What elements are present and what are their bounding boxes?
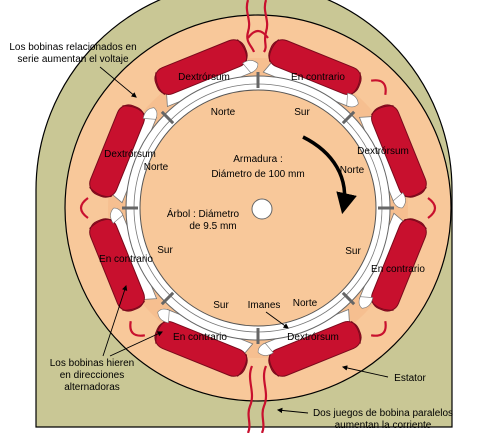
coil-body-3 xyxy=(371,104,427,198)
coil-end-4-2 xyxy=(370,300,394,311)
coil-label-6: En contrario xyxy=(173,332,227,343)
magnets-label: Imanes xyxy=(248,300,281,311)
coil-end-7-2 xyxy=(89,218,112,229)
coil-connector-5 xyxy=(257,342,274,356)
coil-end-4-1 xyxy=(404,218,427,229)
lead-wire-top-left xyxy=(245,0,256,53)
coil-end-8-2 xyxy=(122,105,146,116)
coil-end-5-2 xyxy=(268,354,279,377)
callout-alternating-line2: en direcciones xyxy=(60,370,124,381)
pole-label-4: Sur xyxy=(345,246,361,257)
coil-body-6 xyxy=(154,321,248,377)
coil-connector-8 xyxy=(142,107,158,120)
coil-connector-6 xyxy=(157,308,170,324)
coil-end-6-2 xyxy=(155,320,166,344)
coil-label-1: Dextrórsum xyxy=(178,72,230,83)
ring-gap-6 xyxy=(160,291,175,306)
coil-body-1 xyxy=(154,39,248,95)
callout-alternating-pointer-2 xyxy=(109,331,163,357)
coil-connector-3 xyxy=(392,192,406,209)
callout-series-pointer xyxy=(99,66,137,98)
coil-label-8: En contrario xyxy=(99,254,153,265)
coil-body-8 xyxy=(89,104,145,198)
callout-parallel-line1: Dos juegos de bobina paralelos xyxy=(313,408,453,419)
coil-body-5 xyxy=(268,321,362,377)
lead-wire-bottom-left xyxy=(246,365,254,433)
coil-link-3 xyxy=(427,197,437,219)
coil-label-4: En contrario xyxy=(371,264,425,275)
coil-link-6 xyxy=(79,197,89,219)
rotation-arrow xyxy=(302,135,357,215)
lead-wire-top-right xyxy=(263,0,269,53)
coil-label-2: En contrario xyxy=(291,72,345,83)
pole-label-8: Sur xyxy=(157,245,173,256)
pole-label-2: Sur xyxy=(294,107,310,118)
pole-label-7: Norte xyxy=(144,162,169,173)
coil-body-2 xyxy=(268,39,362,95)
callout-alternating-pointer-1 xyxy=(102,284,128,357)
coil-end-1-2 xyxy=(237,39,248,62)
callout-stator-pointer xyxy=(341,365,389,378)
callout-alternating-line3: alternadoras xyxy=(64,382,120,393)
armature-label-line1: Armadura : xyxy=(233,154,282,165)
coil-label-3: Dextrórsum xyxy=(357,146,409,157)
pole-label-6: Sur xyxy=(213,300,229,311)
ring-gap-4 xyxy=(341,291,356,306)
ring-gap-8 xyxy=(160,110,175,125)
coil-end-2-2 xyxy=(350,72,361,96)
callout-parallel-line2: aumentan la corriente xyxy=(335,420,432,431)
coil-end-5-1 xyxy=(350,320,361,344)
coil-connector-4 xyxy=(358,296,374,309)
callout-alternating-line1: Los bobinas hieren xyxy=(50,358,135,369)
coil-end-8-1 xyxy=(89,187,112,198)
coil-end-2-1 xyxy=(268,39,279,62)
coil-connector-1 xyxy=(242,60,259,74)
ring-gap-2 xyxy=(341,110,356,125)
callout-stator: Estator xyxy=(394,373,426,384)
coil-link-2 xyxy=(370,79,387,96)
coil-end-3-1 xyxy=(370,105,394,116)
coil-connector-7 xyxy=(110,207,124,224)
coil-link-5 xyxy=(129,320,146,337)
coil-end-6-1 xyxy=(237,354,248,377)
coil-end-7-1 xyxy=(122,300,146,311)
pole-label-1: Norte xyxy=(211,107,236,118)
coil-body-7 xyxy=(89,218,145,312)
coil-label-5: Dextrórsum xyxy=(287,332,339,343)
coil-end-1-1 xyxy=(155,72,166,96)
coil-connector-2 xyxy=(346,92,359,108)
lead-wire-bottom-right xyxy=(260,365,268,433)
magnets-pointer xyxy=(265,311,289,329)
coil-link-4 xyxy=(370,320,387,337)
coil-link-1 xyxy=(247,29,269,39)
shaft-label-line1: Árbol : Diámetro xyxy=(167,207,240,220)
shaft xyxy=(251,198,273,220)
lead-wires xyxy=(245,0,269,433)
pole-label-3: Norte xyxy=(340,165,365,176)
armature-label-line2: Diámetro de 100 mm xyxy=(211,169,304,180)
coil-end-3-2 xyxy=(404,187,427,198)
coil-body-4 xyxy=(371,218,427,312)
shaft-label-line2: de 9.5 mm xyxy=(189,221,236,232)
coil-label-7: Dextrórsum xyxy=(104,149,156,160)
ring-gaps-group xyxy=(122,72,394,344)
pole-label-5: Norte xyxy=(293,298,318,309)
callout-parallel-pointer xyxy=(276,407,309,414)
callout-series-line1: Los bobinas relacionados en xyxy=(9,42,136,53)
callout-series-line2: serie aumentan el voltaje xyxy=(17,54,129,65)
